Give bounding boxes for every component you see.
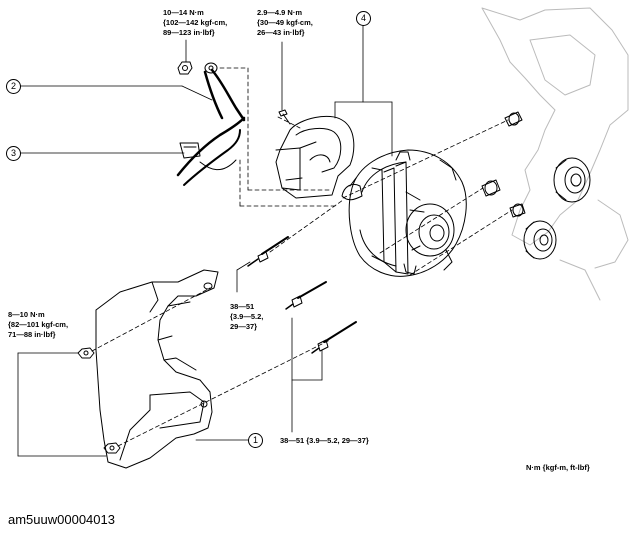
engine-block [481, 7, 629, 301]
torque-label-cover-bolt: 2.9—4.9 N·m {30—49 kgf-cm, 26—43 in·lbf} [257, 8, 313, 37]
leader-lines [17, 24, 393, 457]
document-id: am5uuw00004013 [8, 512, 115, 527]
mount-bosses [481, 111, 526, 218]
torque-label-bracket-nut: 8—10 N·m {82—101 kgf-cm, 71—88 in·lbf} [8, 310, 69, 339]
lower-bolt-1 [285, 281, 327, 310]
generator-bracket [95, 269, 219, 469]
torque-label-lower-bolts: 38—51 {3.9—5.2, 29—37} [280, 436, 369, 445]
torque-label-ground-nut: 10—14 N·m {102—142 kgf-cm, 89—123 in·lbf… [163, 8, 228, 37]
cover-bolt [278, 109, 291, 125]
idler-pulley-lower [523, 220, 557, 260]
lower-bolt-2 [311, 321, 357, 354]
generator [341, 149, 467, 277]
ground-cable [177, 61, 246, 122]
terminal-cover [275, 115, 355, 199]
callout-4: 4 [356, 11, 371, 26]
upper-bolt [247, 236, 289, 267]
wire-harness [176, 116, 246, 186]
alignment-lines [91, 67, 513, 447]
idler-pulley-upper [553, 157, 591, 203]
callout-1: 1 [248, 433, 263, 448]
torque-label-upper-bolt: 38—51 {3.9—5.2, 29—37} [230, 302, 264, 331]
units-note: N·m {kgf-m, ft-lbf} [526, 463, 590, 472]
callout-3: 3 [6, 146, 21, 161]
callout-2: 2 [6, 79, 21, 94]
